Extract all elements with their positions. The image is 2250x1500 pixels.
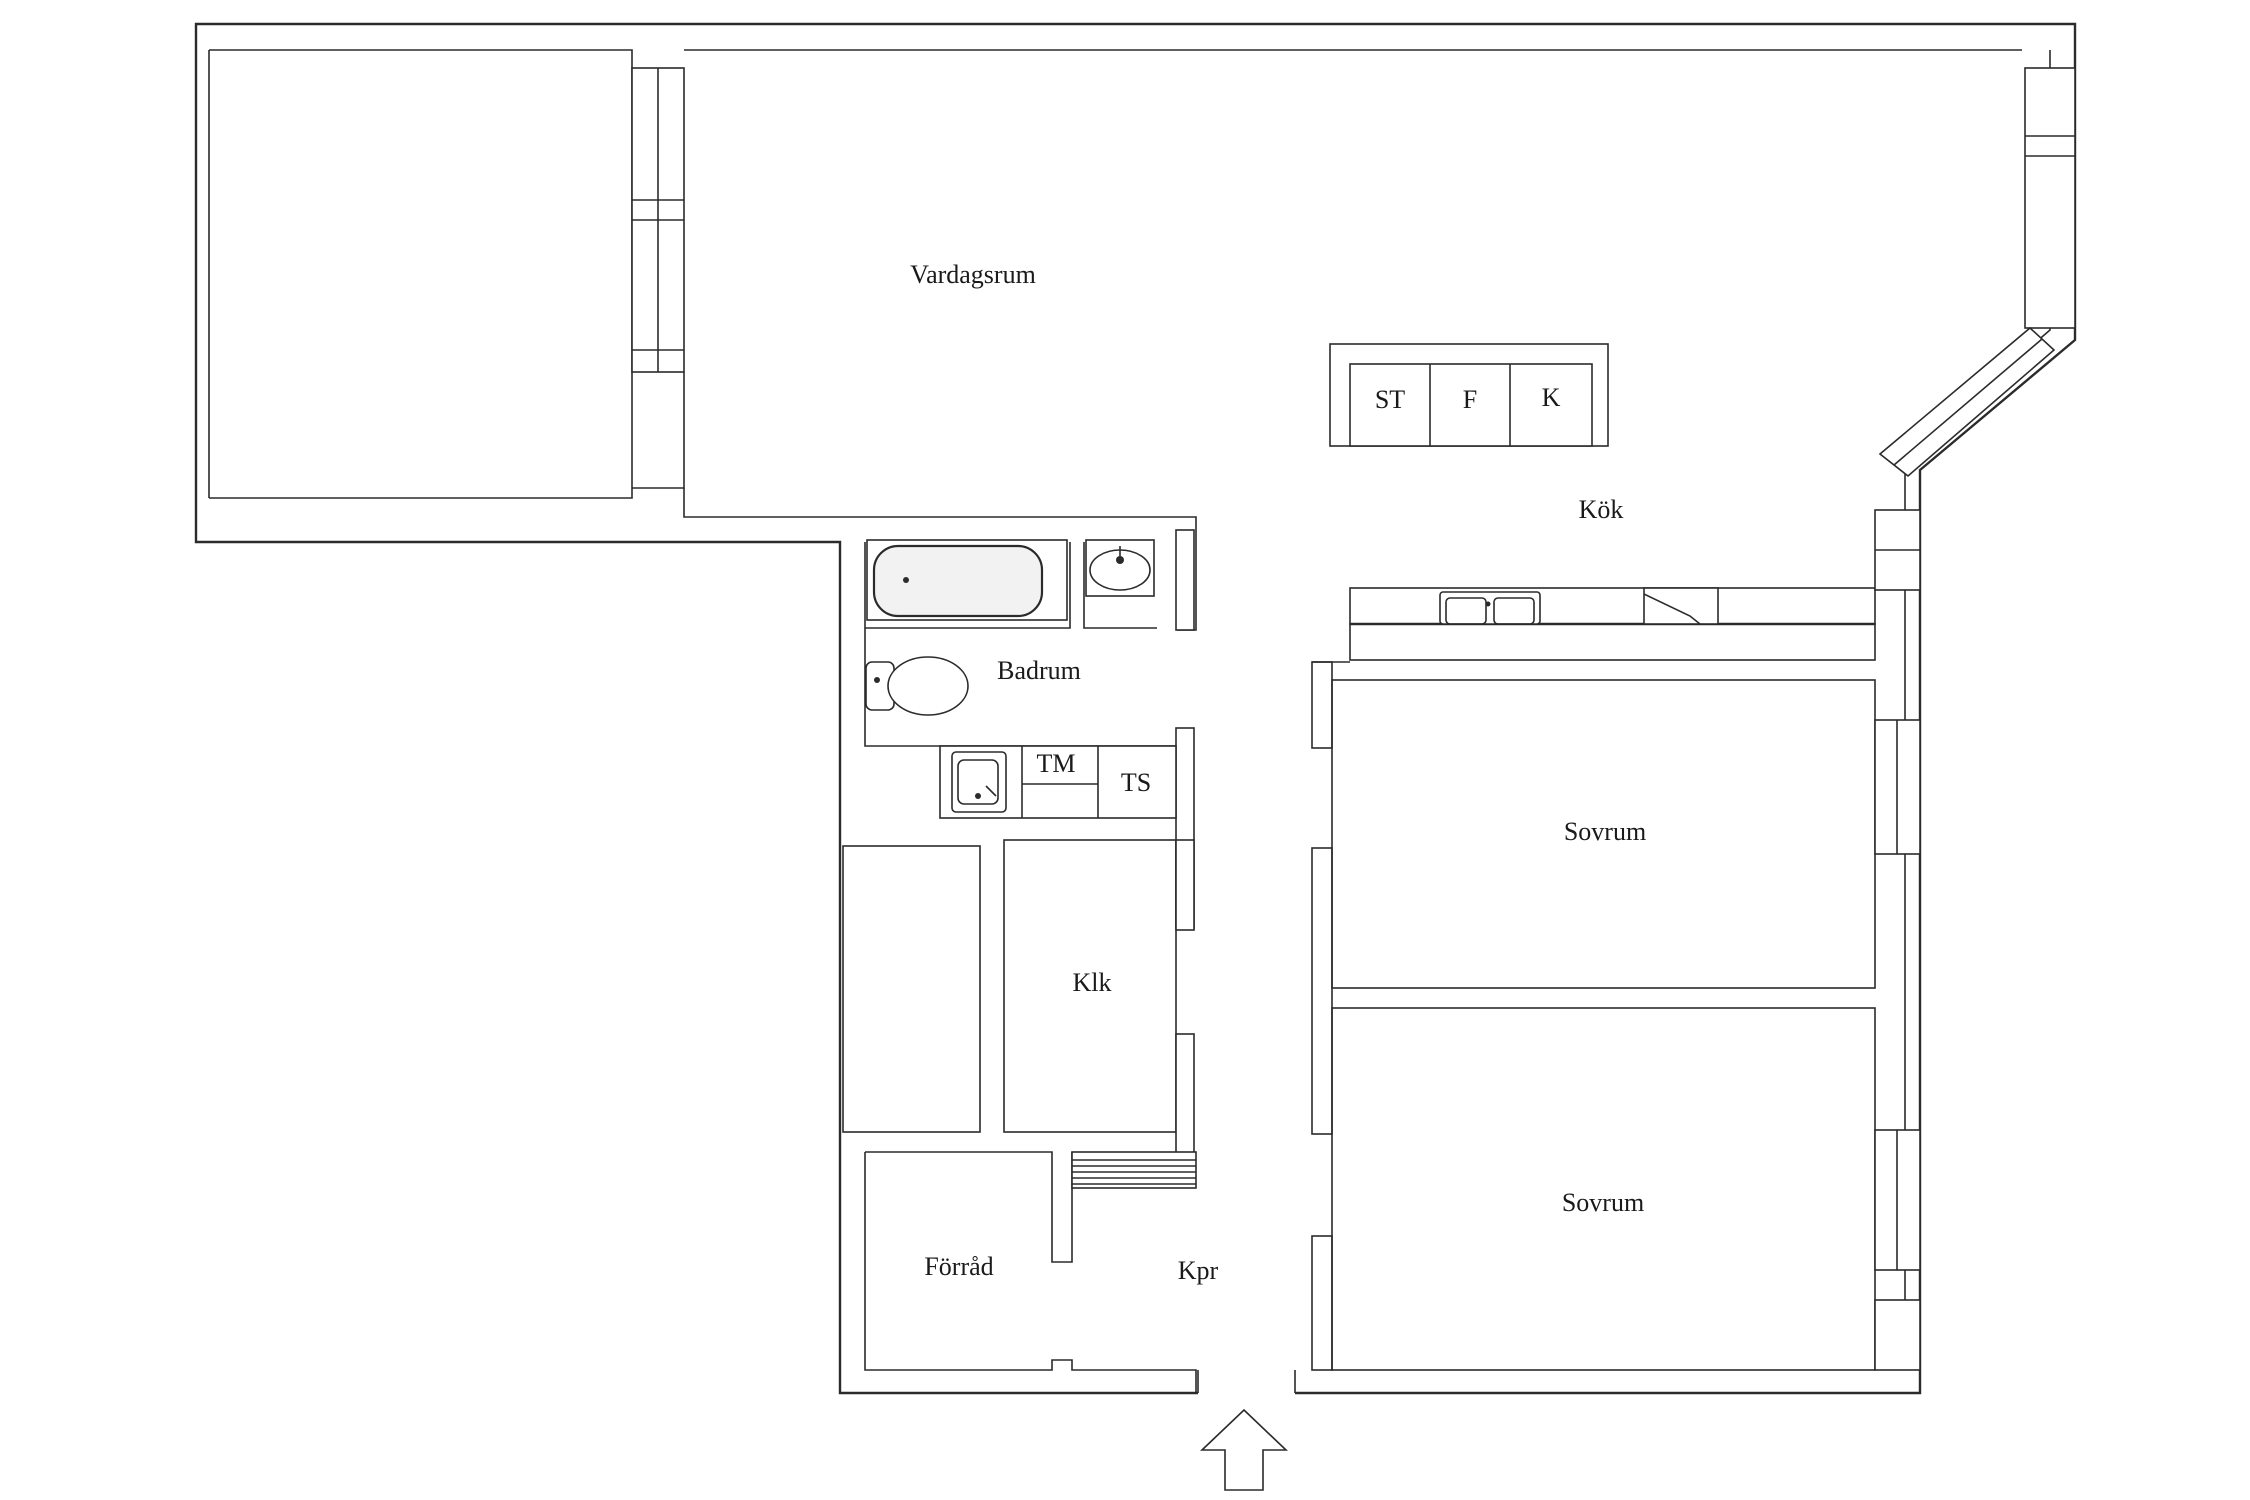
room-label-bathroom: Badrum (997, 656, 1081, 685)
right-windows (1874, 67, 2076, 1371)
bedroom-1: Sovrum (1331, 679, 1876, 989)
sink-icon (1085, 539, 1155, 597)
kitchen: ST F K Kök (1329, 343, 1876, 661)
room-label-hallway: Kpr (1178, 1256, 1219, 1285)
hallway: Kpr (1178, 1256, 1296, 1400)
radiator-icon (1071, 1151, 1197, 1189)
bathroom: Badrum TM TS (864, 529, 1195, 929)
toilet-icon (865, 656, 969, 716)
appliance-label-washer: TM (1037, 749, 1076, 778)
appliance-label-freezer: F (1463, 385, 1477, 414)
room-label-storage: Förråd (924, 1252, 993, 1281)
dishwasher-icon (1643, 587, 1719, 625)
double-sink-icon (1439, 591, 1541, 625)
room-label-living: Vardagsrum (910, 260, 1036, 289)
room-label-kitchen: Kök (1579, 495, 1624, 524)
living-room: Vardagsrum (632, 49, 2022, 631)
utility-sink-icon (951, 751, 1007, 813)
entrance-arrow-icon (1200, 1408, 1288, 1491)
room-label-closet: Klk (1073, 968, 1112, 997)
appliance-label-fridge: K (1542, 383, 1561, 412)
bedroom-left-wall (1311, 661, 1350, 1371)
appliance-label-dryer: TS (1121, 768, 1151, 797)
bedroom-2: Sovrum (1331, 1007, 1876, 1371)
room-label-bedroom-1: Sovrum (1564, 817, 1646, 846)
walk-in-closet: Klk (842, 839, 1195, 1159)
bathtub-icon (866, 539, 1068, 621)
left-window-strip (631, 67, 685, 373)
appliance-label-stove: ST (1375, 385, 1405, 414)
room-label-bedroom-2: Sovrum (1562, 1188, 1644, 1217)
storage-room: Förråd (864, 1151, 1197, 1393)
